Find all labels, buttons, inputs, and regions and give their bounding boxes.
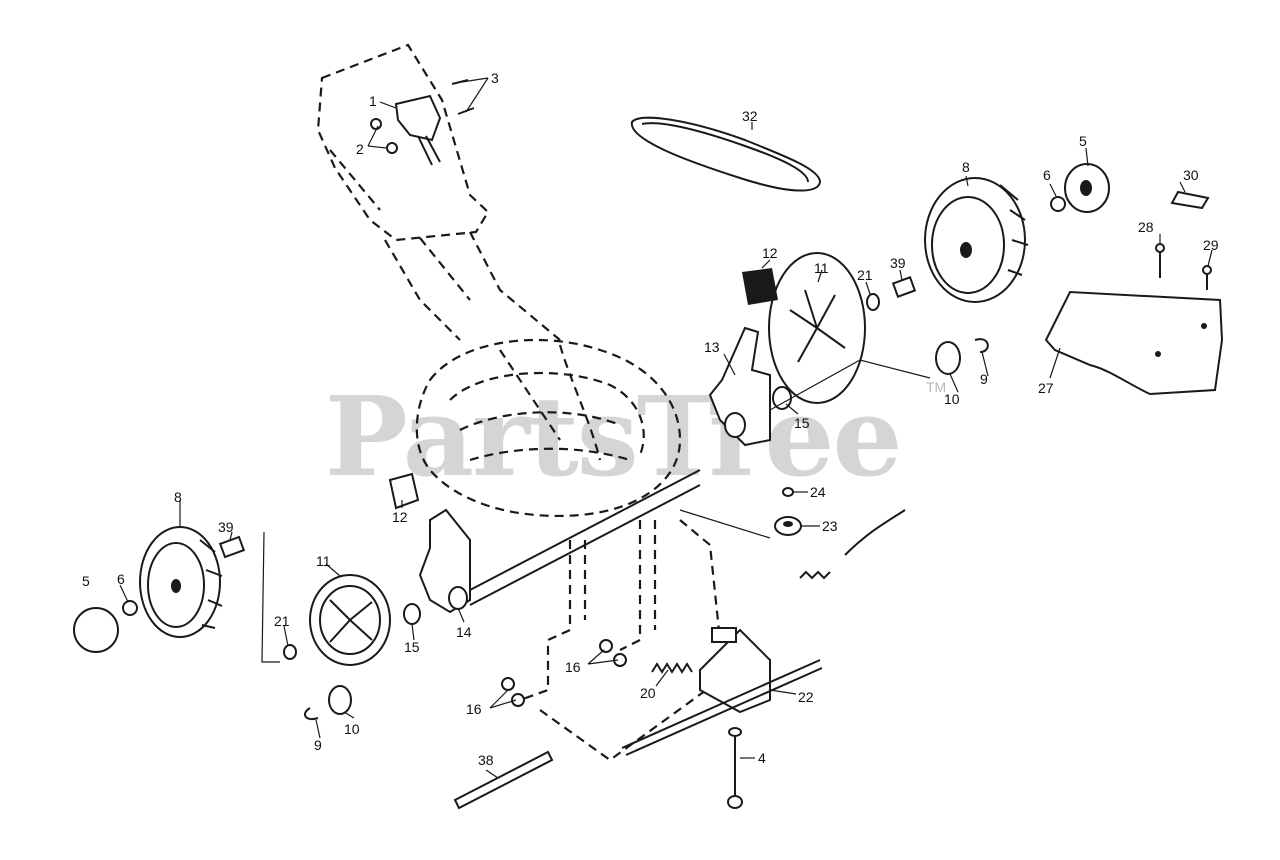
rear-shield [1044, 290, 1224, 396]
callout-6-left: 6 [117, 571, 125, 587]
linkage-outline-dashed [519, 519, 722, 762]
callout-29: 29 [1203, 237, 1219, 253]
callout-11-left: 11 [316, 553, 331, 569]
callout-16-left: 16 [466, 701, 482, 717]
callout-22: 22 [798, 689, 814, 705]
callout-30: 30 [1183, 167, 1199, 183]
callout-10-left: 10 [344, 721, 360, 737]
wheel-cover-right [768, 252, 866, 404]
wheel-cover-left [309, 574, 391, 666]
nut-16b [511, 693, 525, 707]
gear-right [935, 341, 961, 375]
callout-8-right: 8 [962, 159, 970, 175]
callout-39-left: 39 [218, 519, 234, 535]
watermark-trademark: TM [926, 379, 946, 395]
washer-15-left [403, 603, 421, 625]
callout-32: 32 [742, 108, 758, 124]
callout-5-right: 5 [1079, 133, 1087, 149]
nut-16a [501, 677, 515, 691]
hub-cap-right-center [1080, 180, 1092, 196]
callout-23: 23 [822, 518, 838, 534]
callout-5-left: 5 [82, 573, 90, 589]
spacer-right [891, 276, 917, 298]
nut-24 [782, 487, 794, 497]
callout-10-right: 10 [944, 391, 960, 407]
callout-21-right: 21 [857, 267, 873, 283]
clip-right [974, 338, 989, 353]
callout-12-left: 12 [392, 509, 408, 525]
callout-9-right: 9 [980, 371, 988, 387]
washer-left [283, 644, 297, 660]
gear-left [328, 685, 352, 715]
spring-20 [651, 662, 693, 674]
callout-11-right: 11 [814, 260, 829, 276]
axle-left [469, 469, 701, 591]
callout-20: 20 [640, 685, 656, 701]
callout-24: 24 [810, 484, 826, 500]
callout-21-left: 21 [274, 613, 290, 629]
axle-bracket-left [418, 508, 471, 614]
callout-9-left: 9 [314, 737, 322, 753]
drive-belt [630, 116, 822, 192]
control-cable [844, 509, 906, 556]
callout-39-right: 39 [890, 255, 906, 271]
callout-labels: 1 2 3 32 5 8 6 30 28 29 27 12 11 21 39 1… [82, 70, 1219, 768]
nut-right [1050, 196, 1066, 212]
nut-left [122, 600, 138, 616]
axle-bracket-right [708, 326, 771, 447]
spring-cable [799, 570, 831, 580]
callout-1: 1 [369, 93, 377, 109]
handle-outline-dashed [316, 43, 561, 341]
adjuster-knob-right [742, 268, 778, 305]
callout-6-right: 6 [1043, 167, 1051, 183]
clip-left [303, 707, 319, 720]
deck-outline-dashed [415, 338, 682, 517]
callout-14: 14 [456, 624, 472, 640]
callout-4: 4 [758, 750, 766, 766]
callout-15-left: 15 [404, 639, 420, 655]
callout-28: 28 [1138, 219, 1154, 235]
control-housing [370, 79, 475, 166]
spacer-left [218, 535, 246, 559]
callout-27: 27 [1038, 380, 1054, 396]
callout-12-right: 12 [762, 245, 778, 261]
callout-3: 3 [491, 70, 499, 86]
label-decal [1170, 190, 1210, 210]
transmission [621, 627, 823, 756]
washer-right [866, 293, 880, 311]
callout-8-left: 8 [174, 489, 182, 505]
callout-2: 2 [356, 141, 364, 157]
leader-lines [119, 77, 1213, 779]
hub-cap-left [73, 607, 119, 653]
callout-16-right: 16 [565, 659, 581, 675]
nut-16c [599, 639, 613, 653]
callout-15-right: 15 [794, 415, 810, 431]
left-wheel [139, 526, 223, 638]
axle-rod [453, 750, 554, 810]
callout-13: 13 [704, 339, 720, 355]
right-wheel [924, 177, 1029, 303]
adjuster-knob-left [388, 472, 420, 510]
callout-38: 38 [478, 752, 494, 768]
